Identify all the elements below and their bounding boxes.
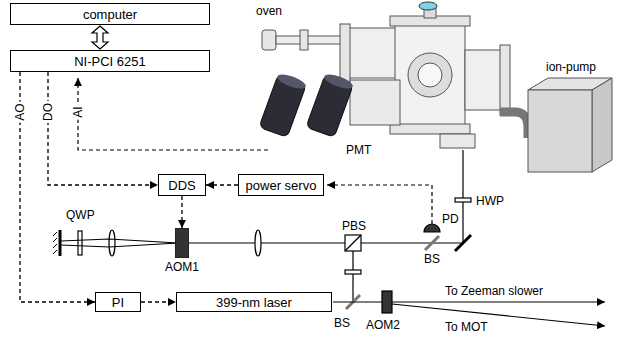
optic-name: BS: [334, 316, 350, 330]
signal-name: AI: [71, 104, 85, 119]
signal-line: [48, 72, 158, 185]
signal-line: [141, 301, 176, 302]
signal-name: AO: [13, 101, 27, 122]
aom-block: AOM1: [175, 228, 189, 258]
detector-name: PD: [442, 212, 459, 226]
node-text: NI-PCI 6251: [74, 54, 146, 69]
part-name: oven: [256, 4, 282, 18]
optic-name: HWP: [476, 194, 504, 208]
optic-name: PBS: [342, 219, 366, 233]
signal-line: [206, 184, 238, 185]
optic-name: QWP: [66, 208, 95, 222]
laser-box: 399-nm laser: [176, 292, 332, 312]
node-text: PI: [112, 295, 124, 310]
signal-line: [181, 196, 182, 228]
node-text: DDS: [168, 178, 195, 193]
signal-line: [20, 72, 95, 302]
computer-box: computer: [10, 3, 210, 25]
servo-box: power servo: [238, 174, 324, 196]
dds-box: DDS: [158, 174, 206, 196]
node-text: power servo: [246, 178, 317, 193]
beam-destination: To MOT: [445, 320, 488, 334]
part-name: PMT: [346, 143, 371, 157]
optic-name: BS: [424, 252, 440, 266]
pmt-tubes: [259, 72, 354, 138]
daq-card-box: NI-PCI 6251: [10, 50, 210, 72]
node-text: AOM1: [165, 260, 199, 274]
node-text: computer: [83, 7, 137, 22]
vacuum-chamber: [262, 2, 510, 148]
data-link-arrow: [92, 26, 108, 49]
signal-name: DO: [41, 101, 55, 123]
optical-layout: [53, 78, 605, 326]
optic-name: AOM2: [366, 318, 400, 332]
part-name: ion-pump: [546, 60, 596, 74]
ion-pump-body: [500, 78, 612, 172]
pi-controller-box: PI: [95, 292, 141, 312]
node-text: 399-nm laser: [216, 295, 292, 310]
beam-destination: To Zeeman slower: [445, 284, 543, 298]
